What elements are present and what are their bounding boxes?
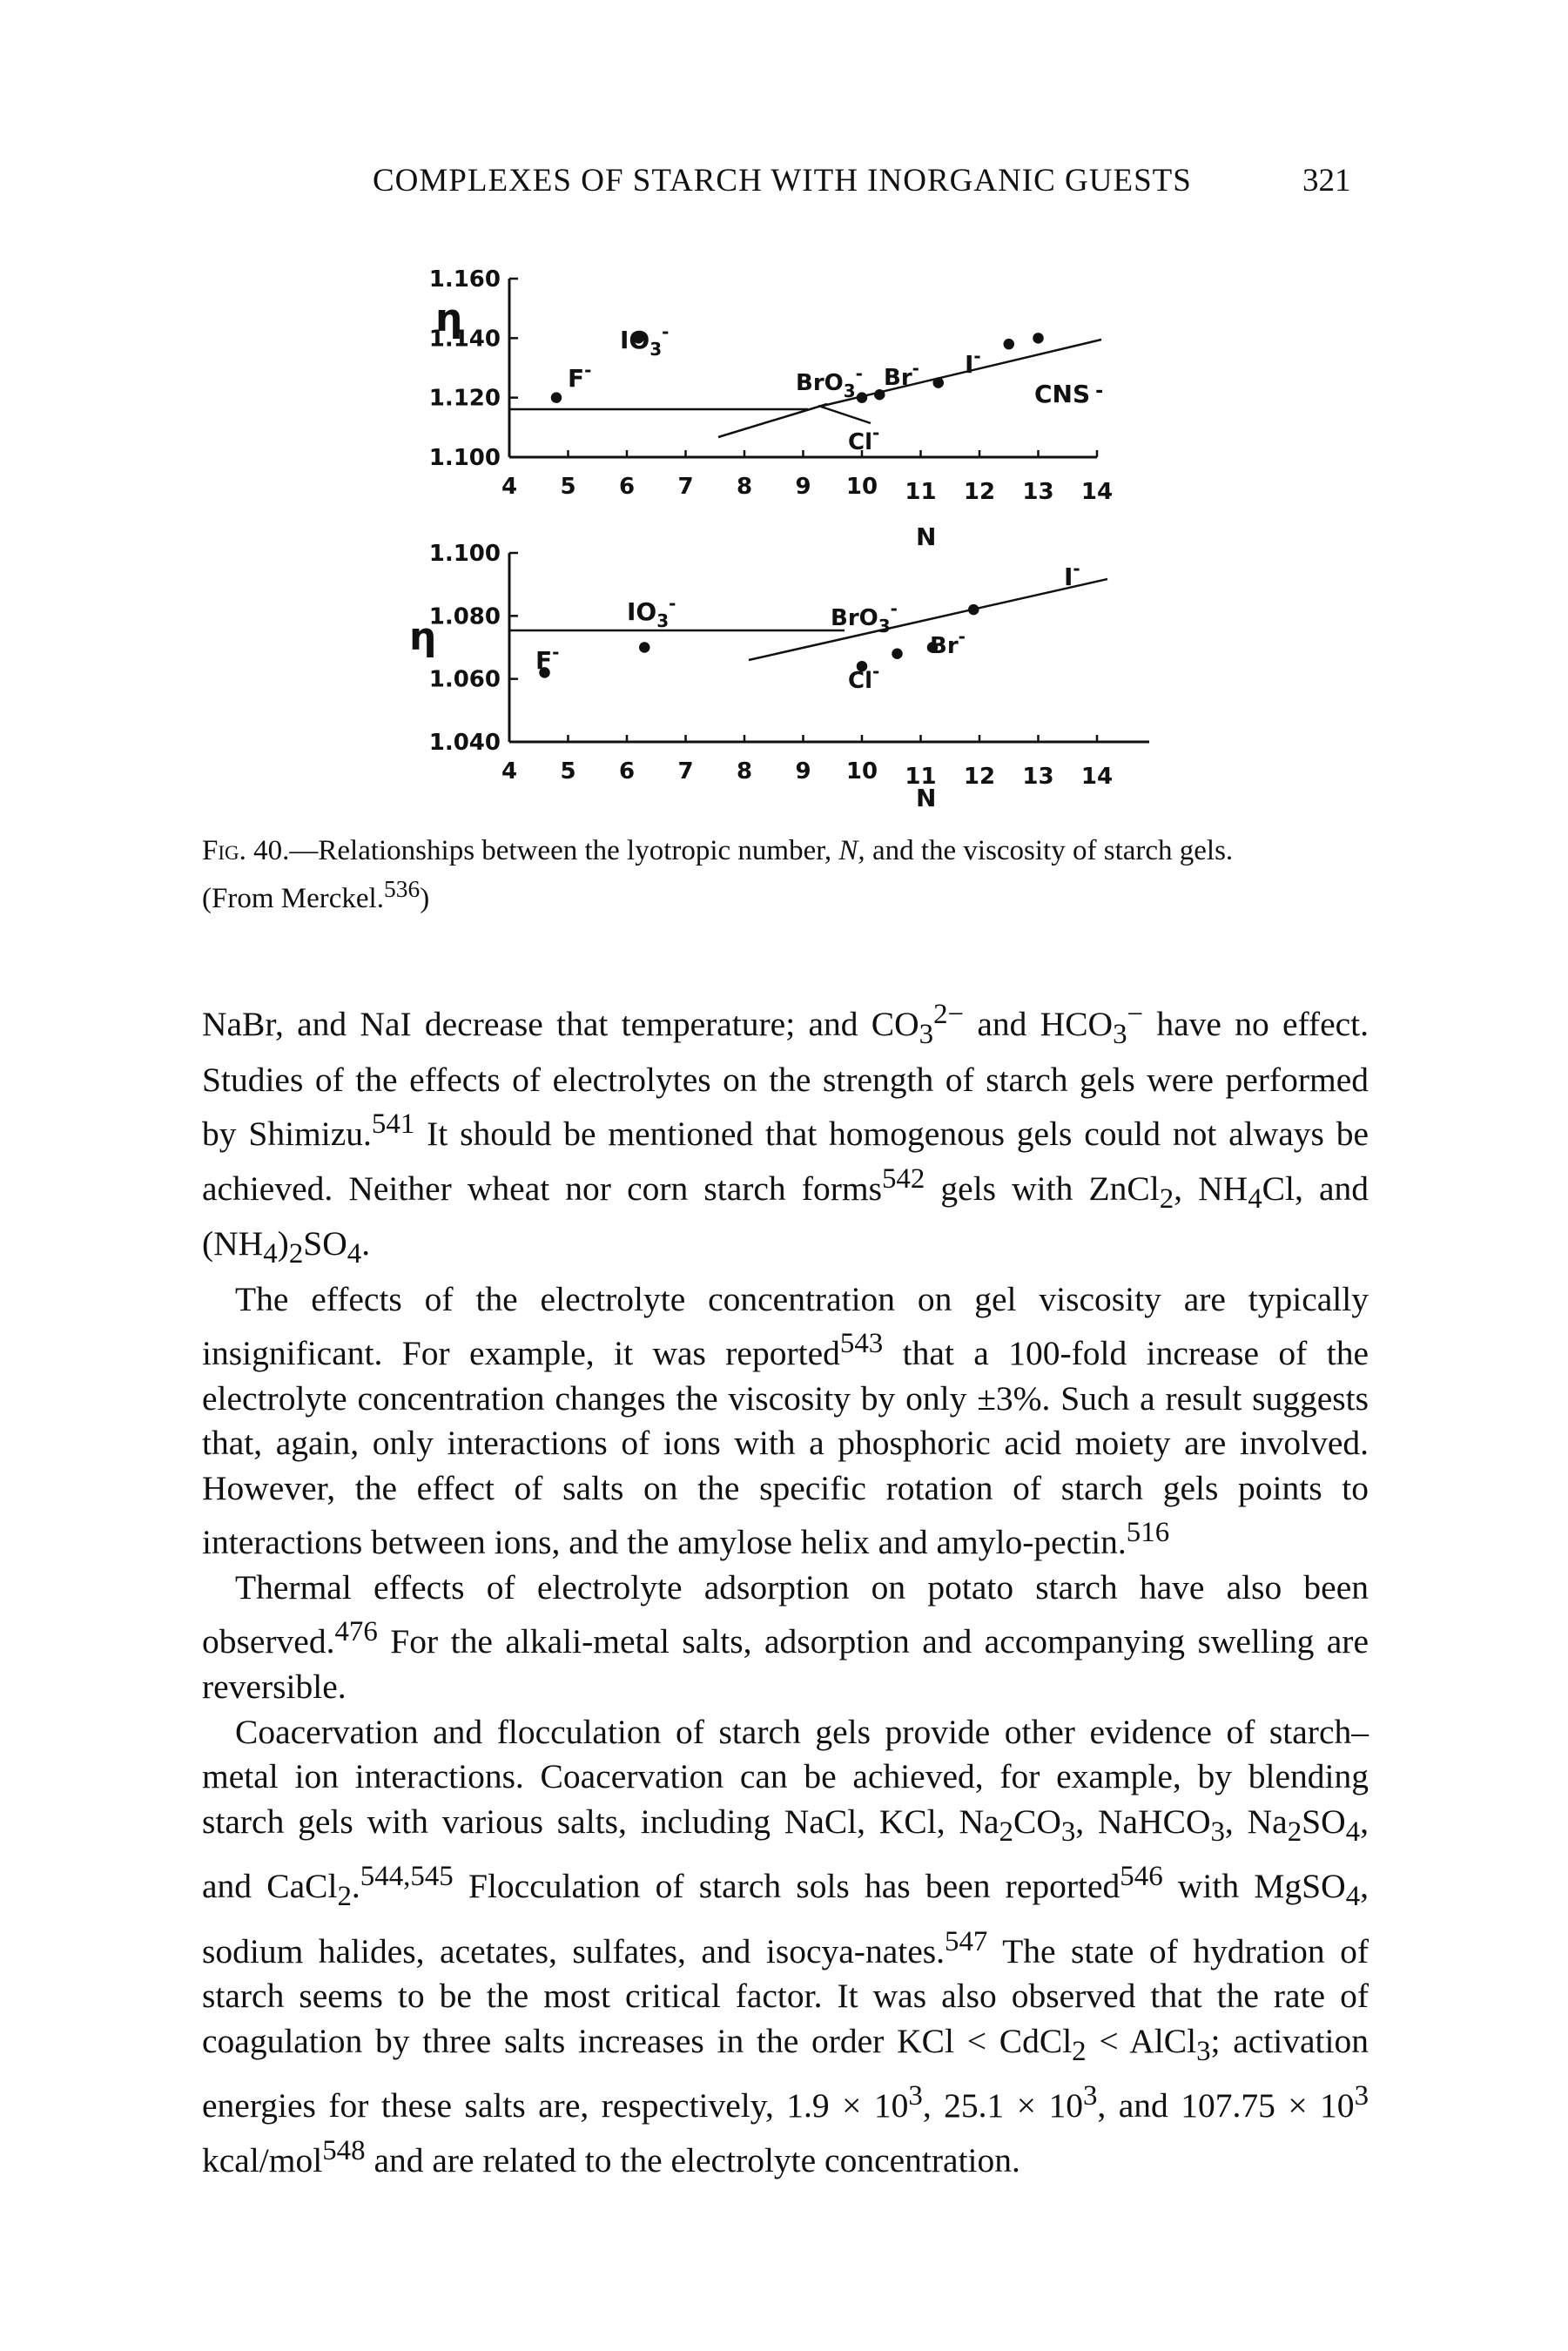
caption-ref: 536 xyxy=(383,875,421,902)
data-point-cl xyxy=(856,392,868,403)
y-tick-label: 1.080 xyxy=(429,603,501,630)
paragraph-1: NaBr, and NaI decrease that temperature;… xyxy=(202,999,1369,1270)
x-tick-label: 7 xyxy=(677,758,693,785)
caption-source: (From Merckel. xyxy=(202,883,384,914)
x-tick-label: 6 xyxy=(619,474,635,500)
label-cl-bottom: Cl- xyxy=(848,661,879,694)
x-tick-label: 8 xyxy=(737,758,752,785)
ref-516: 516 xyxy=(1126,1517,1170,1549)
top-x-ticks: 4 5 6 7 8 9 10 11 12 13 14 xyxy=(501,450,1113,505)
bottom-x-ticks: 4 5 6 7 8 9 10 11 12 13 14 xyxy=(501,735,1113,790)
bottom-ion-labels: F- IO3- BrO3- Br- I- Cl- xyxy=(535,558,1080,694)
ref-476: 476 xyxy=(334,1616,378,1648)
data-point-i xyxy=(968,603,979,616)
x-tick-label: 14 xyxy=(1081,764,1113,790)
top-line-br-cns xyxy=(822,338,1102,408)
y-tick-label: 1.040 xyxy=(429,730,501,756)
caption-italic-n: N, xyxy=(838,835,865,866)
x-tick-label: 5 xyxy=(560,758,575,785)
x-tick-label: 11 xyxy=(905,764,936,790)
label-f: F- xyxy=(568,360,591,393)
x-tick-label: 10 xyxy=(846,474,878,500)
x-tick-label: 11 xyxy=(905,479,936,505)
running-head: COMPLEXES OF STARCH WITH INORGANIC GUEST… xyxy=(373,163,1192,199)
label-bro3: BrO3- xyxy=(796,363,863,401)
y-tick-label: 1.160 xyxy=(429,266,501,293)
paragraph-2: The effects of the electrolyte concentra… xyxy=(202,1279,1369,1562)
ref-542: 542 xyxy=(881,1162,925,1195)
label-i: I- xyxy=(965,346,981,379)
top-line-cl-tail xyxy=(818,404,871,425)
ref-546: 546 xyxy=(1120,1861,1163,1892)
x-tick-label: 9 xyxy=(795,758,811,785)
data-point-cl xyxy=(856,660,868,672)
label-br-bottom: Br- xyxy=(930,626,966,659)
caption-label: Fig. 40. xyxy=(202,835,290,866)
page-header: COMPLEXES OF STARCH WITH INORGANIC GUEST… xyxy=(0,162,1568,214)
data-point-br xyxy=(926,642,939,653)
data-point-bro3 xyxy=(874,389,885,401)
x-tick-label: 14 xyxy=(1081,479,1113,505)
top-y-ticks: 1.160 1.140 1.120 1.100 xyxy=(429,266,518,471)
label-f-bottom: F- xyxy=(535,642,559,675)
x-tick-label: 7 xyxy=(677,474,693,500)
x-tick-label: 12 xyxy=(964,479,995,505)
label-io3-bottom: IO3- xyxy=(627,593,676,631)
figure-caption: Fig. 40.—Relationships between the lyotr… xyxy=(202,835,1234,914)
page-number: 321 xyxy=(1302,163,1351,199)
label-i-bottom: I- xyxy=(1064,558,1080,591)
label-cns: CNS- xyxy=(1034,380,1103,408)
x-tick-label: 13 xyxy=(1022,479,1053,505)
bottom-y-ticks: 1.100 1.080 1.060 1.040 xyxy=(429,541,518,756)
data-point-i xyxy=(1003,338,1014,350)
top-points xyxy=(550,333,1044,403)
ref-548: 548 xyxy=(322,2134,366,2166)
label-io3: IO3- xyxy=(620,321,669,360)
x-tick-label: 4 xyxy=(501,758,517,785)
x-tick-label: 9 xyxy=(795,474,811,500)
top-ion-labels: F- IO3- BrO3- Br- I- CNS- Cl- xyxy=(568,321,1103,455)
y-tick-label: 1.100 xyxy=(429,445,501,471)
top-x-label: N xyxy=(916,522,936,551)
data-point-bro3 xyxy=(892,648,903,659)
data-point-f xyxy=(550,392,562,403)
label-bro3-bottom: BrO3- xyxy=(831,598,898,637)
bottom-line-cl-i xyxy=(748,577,1108,662)
label-cl: Cl- xyxy=(848,422,879,455)
data-point-io3 xyxy=(639,642,650,653)
y-tick-label: 1.100 xyxy=(429,541,501,567)
bottom-y-symbol: η xyxy=(409,615,436,659)
data-point-cns xyxy=(1033,333,1044,344)
y-tick-label: 1.120 xyxy=(429,386,501,412)
x-tick-label: 10 xyxy=(846,758,878,785)
body-text: NaBr, and NaI decrease that temperature;… xyxy=(202,993,1369,2183)
bottom-points xyxy=(539,603,979,678)
label-br: Br- xyxy=(884,358,919,391)
x-tick-label: 4 xyxy=(501,474,517,500)
top-line-cl-bro3 xyxy=(717,402,828,439)
ref-541: 541 xyxy=(371,1108,415,1141)
data-point-f xyxy=(539,667,550,678)
data-point-io3 xyxy=(633,333,644,344)
top-y-symbol: η xyxy=(435,296,462,340)
x-tick-label: 12 xyxy=(964,764,995,790)
caption-text: —Relationships between the lyotropic num… xyxy=(289,835,839,866)
paragraph-3: Thermal effects of electrolyte adsorptio… xyxy=(202,1567,1369,1707)
x-tick-label: 5 xyxy=(560,474,575,500)
x-tick-label: 8 xyxy=(737,474,752,500)
x-tick-label: 6 xyxy=(619,758,635,785)
data-point-br xyxy=(932,377,944,388)
y-tick-label: 1.140 xyxy=(429,326,501,352)
ref-547: 547 xyxy=(944,1925,988,1957)
ref-544-545: 544,545 xyxy=(360,1861,454,1892)
ref-543: 543 xyxy=(839,1328,884,1360)
paragraph-4: Coacervation and flocculation of starch … xyxy=(202,1712,1369,2179)
y-tick-label: 1.060 xyxy=(429,667,501,693)
x-tick-label: 13 xyxy=(1022,764,1053,790)
bottom-x-label: N xyxy=(916,784,936,812)
